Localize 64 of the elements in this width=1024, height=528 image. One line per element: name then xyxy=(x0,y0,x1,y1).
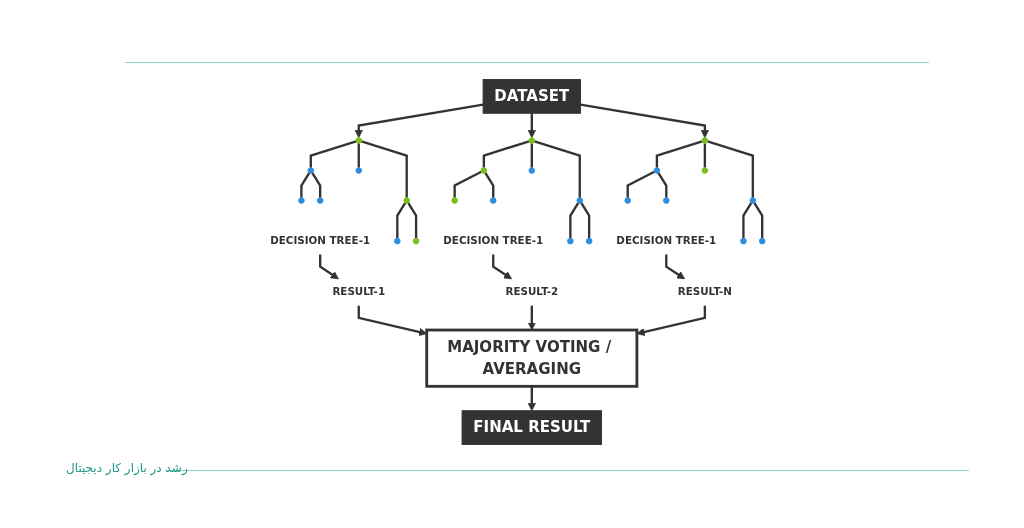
node-text: RESULT-2 xyxy=(505,285,559,298)
node-circle xyxy=(624,197,631,204)
connector xyxy=(626,170,655,198)
node-box: FINAL RESULT xyxy=(461,410,602,445)
connector xyxy=(657,172,668,198)
connector xyxy=(703,143,707,168)
connector xyxy=(300,172,311,198)
arrow xyxy=(492,254,512,280)
arrow xyxy=(527,113,536,139)
connector xyxy=(753,202,764,239)
node-text: RESULT-N xyxy=(677,285,732,298)
node-circle xyxy=(749,197,757,204)
node-text: DECISION TREE-1 xyxy=(443,234,544,247)
node-circle xyxy=(758,237,766,245)
node-circle xyxy=(653,167,661,174)
node-circle xyxy=(701,137,709,144)
connector xyxy=(742,202,753,239)
node-circle xyxy=(740,237,747,245)
node-circle xyxy=(489,197,497,204)
connector xyxy=(580,202,591,239)
node-circle xyxy=(480,167,488,174)
node-circle xyxy=(316,197,324,204)
node-circle xyxy=(412,237,420,245)
arrow xyxy=(665,254,686,280)
arrow xyxy=(319,254,339,280)
node-box: MAJORITY VOTING / AVERAGING xyxy=(425,328,639,388)
connector xyxy=(453,170,482,198)
connector xyxy=(396,202,407,239)
connector xyxy=(407,202,418,239)
connector xyxy=(311,172,322,198)
connector xyxy=(534,140,581,198)
node-circle xyxy=(663,197,670,204)
node-box: DATASET xyxy=(482,79,581,114)
arrow xyxy=(527,305,536,331)
connector xyxy=(707,140,754,198)
arrow xyxy=(354,103,484,139)
node-circle xyxy=(403,197,410,204)
node-circle xyxy=(355,167,363,174)
arrow xyxy=(527,386,536,412)
connector xyxy=(530,143,533,168)
node-text: DECISION TREE-1 xyxy=(270,234,371,247)
node-circle xyxy=(567,237,574,245)
connector xyxy=(361,140,408,198)
connector xyxy=(309,140,357,168)
node-circle xyxy=(451,197,458,204)
node-circle xyxy=(298,197,305,204)
connector xyxy=(482,140,530,168)
node-circle xyxy=(576,197,584,204)
connector xyxy=(484,172,495,198)
node-text: RESULT-1 xyxy=(332,285,386,298)
tagline: رشد در بازار کار دیجیتال xyxy=(66,461,188,475)
node-circle xyxy=(355,137,363,144)
node-text: DECISION TREE-1 xyxy=(616,234,717,247)
node-circle xyxy=(528,167,536,174)
node-circle xyxy=(307,167,315,174)
arrow xyxy=(636,305,707,336)
connector xyxy=(357,143,360,168)
node-circle xyxy=(701,167,709,174)
arrow xyxy=(580,103,709,139)
node-circle xyxy=(394,237,401,245)
connector xyxy=(655,140,703,168)
node-circle xyxy=(528,137,536,144)
connector xyxy=(569,202,580,239)
node-circle xyxy=(585,237,593,245)
